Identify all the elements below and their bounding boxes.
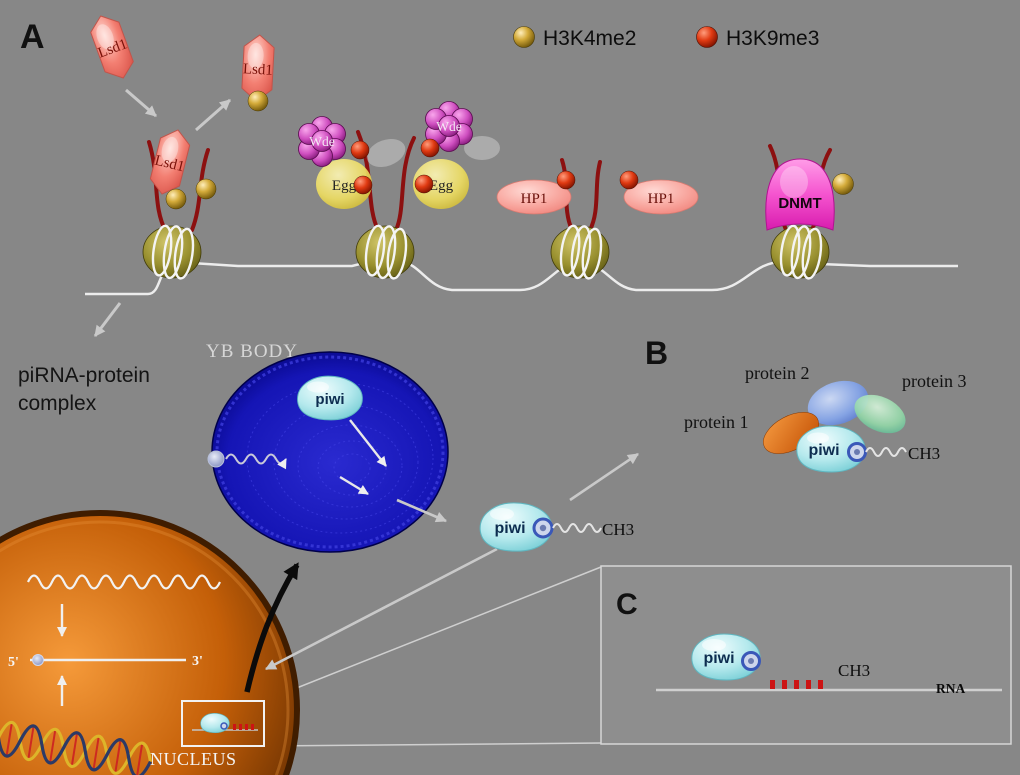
nucleosome-1	[142, 224, 202, 280]
wde-right-label: Wde	[436, 119, 461, 134]
lsd1-bound-label: Lsd1	[153, 153, 186, 176]
legend: H3K4me2 H3K9me3	[513, 26, 819, 50]
nucleus-label: NUCLEUS	[150, 749, 237, 769]
arrow-inside-yb-1	[349, 419, 387, 467]
piwi-on-rna: piwi	[691, 633, 761, 681]
nucleus: 5' 3' NUCLEUS	[0, 510, 300, 775]
arrow-piwi-to-b	[569, 452, 639, 502]
wde-complex-left: Wde	[298, 116, 346, 167]
wde-complex-right: Wde	[425, 101, 473, 152]
yb-body-label: YB BODY	[206, 341, 298, 362]
protein2-label: protein 2	[745, 363, 810, 383]
legend-h3k9me3-icon	[696, 26, 718, 48]
egg-protein-left: Egg	[316, 159, 372, 209]
zoom-region-box	[181, 700, 265, 747]
panel-c-label: C	[616, 588, 638, 621]
h3k9me3-marks	[350, 138, 639, 195]
egg-right-label: Egg	[429, 178, 454, 194]
dnmt-label: DNMT	[778, 195, 821, 212]
egg-protein-right: Egg	[413, 159, 469, 209]
dnmt-protein: DNMT	[765, 158, 835, 231]
methylation-marks-c	[770, 680, 823, 689]
pirna-complex-caption-line1: piRNA-protein	[18, 364, 150, 387]
chaperone-blob-right	[464, 136, 500, 160]
pirna-wave-free	[552, 523, 602, 533]
three-prime-label: 3'	[192, 654, 203, 669]
nucleosome-2	[355, 224, 415, 280]
lsd1-free: Lsd1	[90, 15, 134, 79]
protein3-blob	[854, 394, 906, 434]
nucleosome-4	[770, 224, 830, 280]
panel-a-arrows	[93, 88, 231, 337]
protein3-label: protein 3	[902, 371, 967, 391]
lsd1-bound: Lsd1	[149, 129, 191, 195]
protein2-blob	[807, 380, 869, 426]
mini-piwi-on-rna	[192, 713, 258, 733]
hp1-protein-right: HP1	[623, 179, 699, 215]
chromatin-dna-line	[85, 260, 958, 296]
yb-body: YB BODY piwi	[206, 341, 449, 553]
rna-c-label: RNA	[936, 681, 965, 696]
nucleus-body	[0, 510, 300, 775]
ch3-free-label: CH3	[602, 520, 634, 539]
lsd1-released: Lsd1	[241, 34, 275, 102]
pirna-complex-caption-line2: complex	[18, 392, 97, 415]
piwi-free-label: piwi	[494, 520, 525, 537]
hp1-right-label: HP1	[648, 191, 675, 207]
arrow-lsd1-release	[195, 98, 231, 132]
arrow-inside-yb-2	[339, 475, 369, 496]
hp1-protein-left: HP1	[496, 179, 572, 215]
arrow-nucleus-to-yb	[244, 562, 300, 693]
arrow-to-pirna-complex	[93, 302, 122, 337]
piwi-b-label: piwi	[808, 442, 839, 459]
arrow-lsd1-binding	[125, 88, 157, 118]
ch3-b-label: CH3	[908, 444, 940, 463]
ch3-c-label: CH3	[838, 661, 870, 680]
h3k4me2-marks	[165, 90, 854, 210]
arrow-yb-to-piwi	[396, 498, 448, 523]
pirna-wave-yb	[225, 453, 287, 470]
panel-c-box	[600, 565, 1012, 745]
legend-h3k4me2-icon	[513, 26, 535, 48]
hp1-left-label: HP1	[521, 191, 548, 207]
panel-c: C piwi CH3 RNA	[600, 565, 1012, 745]
nascent-transcript-wave	[27, 574, 221, 590]
nucleus-inner-ring	[0, 520, 290, 775]
piwi-yb-label: piwi	[315, 391, 344, 408]
pirna-wave-b	[865, 447, 907, 457]
pirna-u-dot-c	[748, 658, 754, 664]
zoom-line-bottom	[263, 742, 602, 747]
zoom-line-top	[263, 566, 602, 702]
five-prime-label: 5'	[8, 655, 19, 670]
wde-left-label: Wde	[309, 134, 334, 149]
piwi-b-complex: piwi CH3	[796, 425, 940, 473]
legend-h3k9me3-label: H3K9me3	[726, 27, 819, 50]
pirna-u-sphere-yb	[207, 450, 225, 468]
pirna-u-dot-b	[854, 449, 860, 455]
five-prime-u-dot	[32, 654, 44, 666]
dna-double-helix	[0, 720, 153, 775]
piwi-c-label: piwi	[703, 650, 734, 667]
protein1-label: protein 1	[684, 412, 749, 432]
lsd1-released-label: Lsd1	[242, 61, 273, 79]
legend-h3k4me2-label: H3K4me2	[543, 27, 636, 50]
piwi-in-yb: piwi	[297, 375, 363, 421]
egg-left-label: Egg	[332, 178, 357, 194]
arrow-piwi-to-nucleus	[265, 547, 498, 671]
piwi-free-complex: piwi CH3	[479, 502, 634, 552]
pirna-u-dot-free	[539, 524, 547, 532]
panel-b: B protein 2 protein 3 protein 1 piwi CH3	[645, 335, 967, 473]
panel-a-label: A	[20, 18, 45, 56]
panel-b-label: B	[645, 335, 668, 371]
chaperone-blob-left	[366, 138, 406, 168]
nucleosome-3	[550, 224, 610, 280]
